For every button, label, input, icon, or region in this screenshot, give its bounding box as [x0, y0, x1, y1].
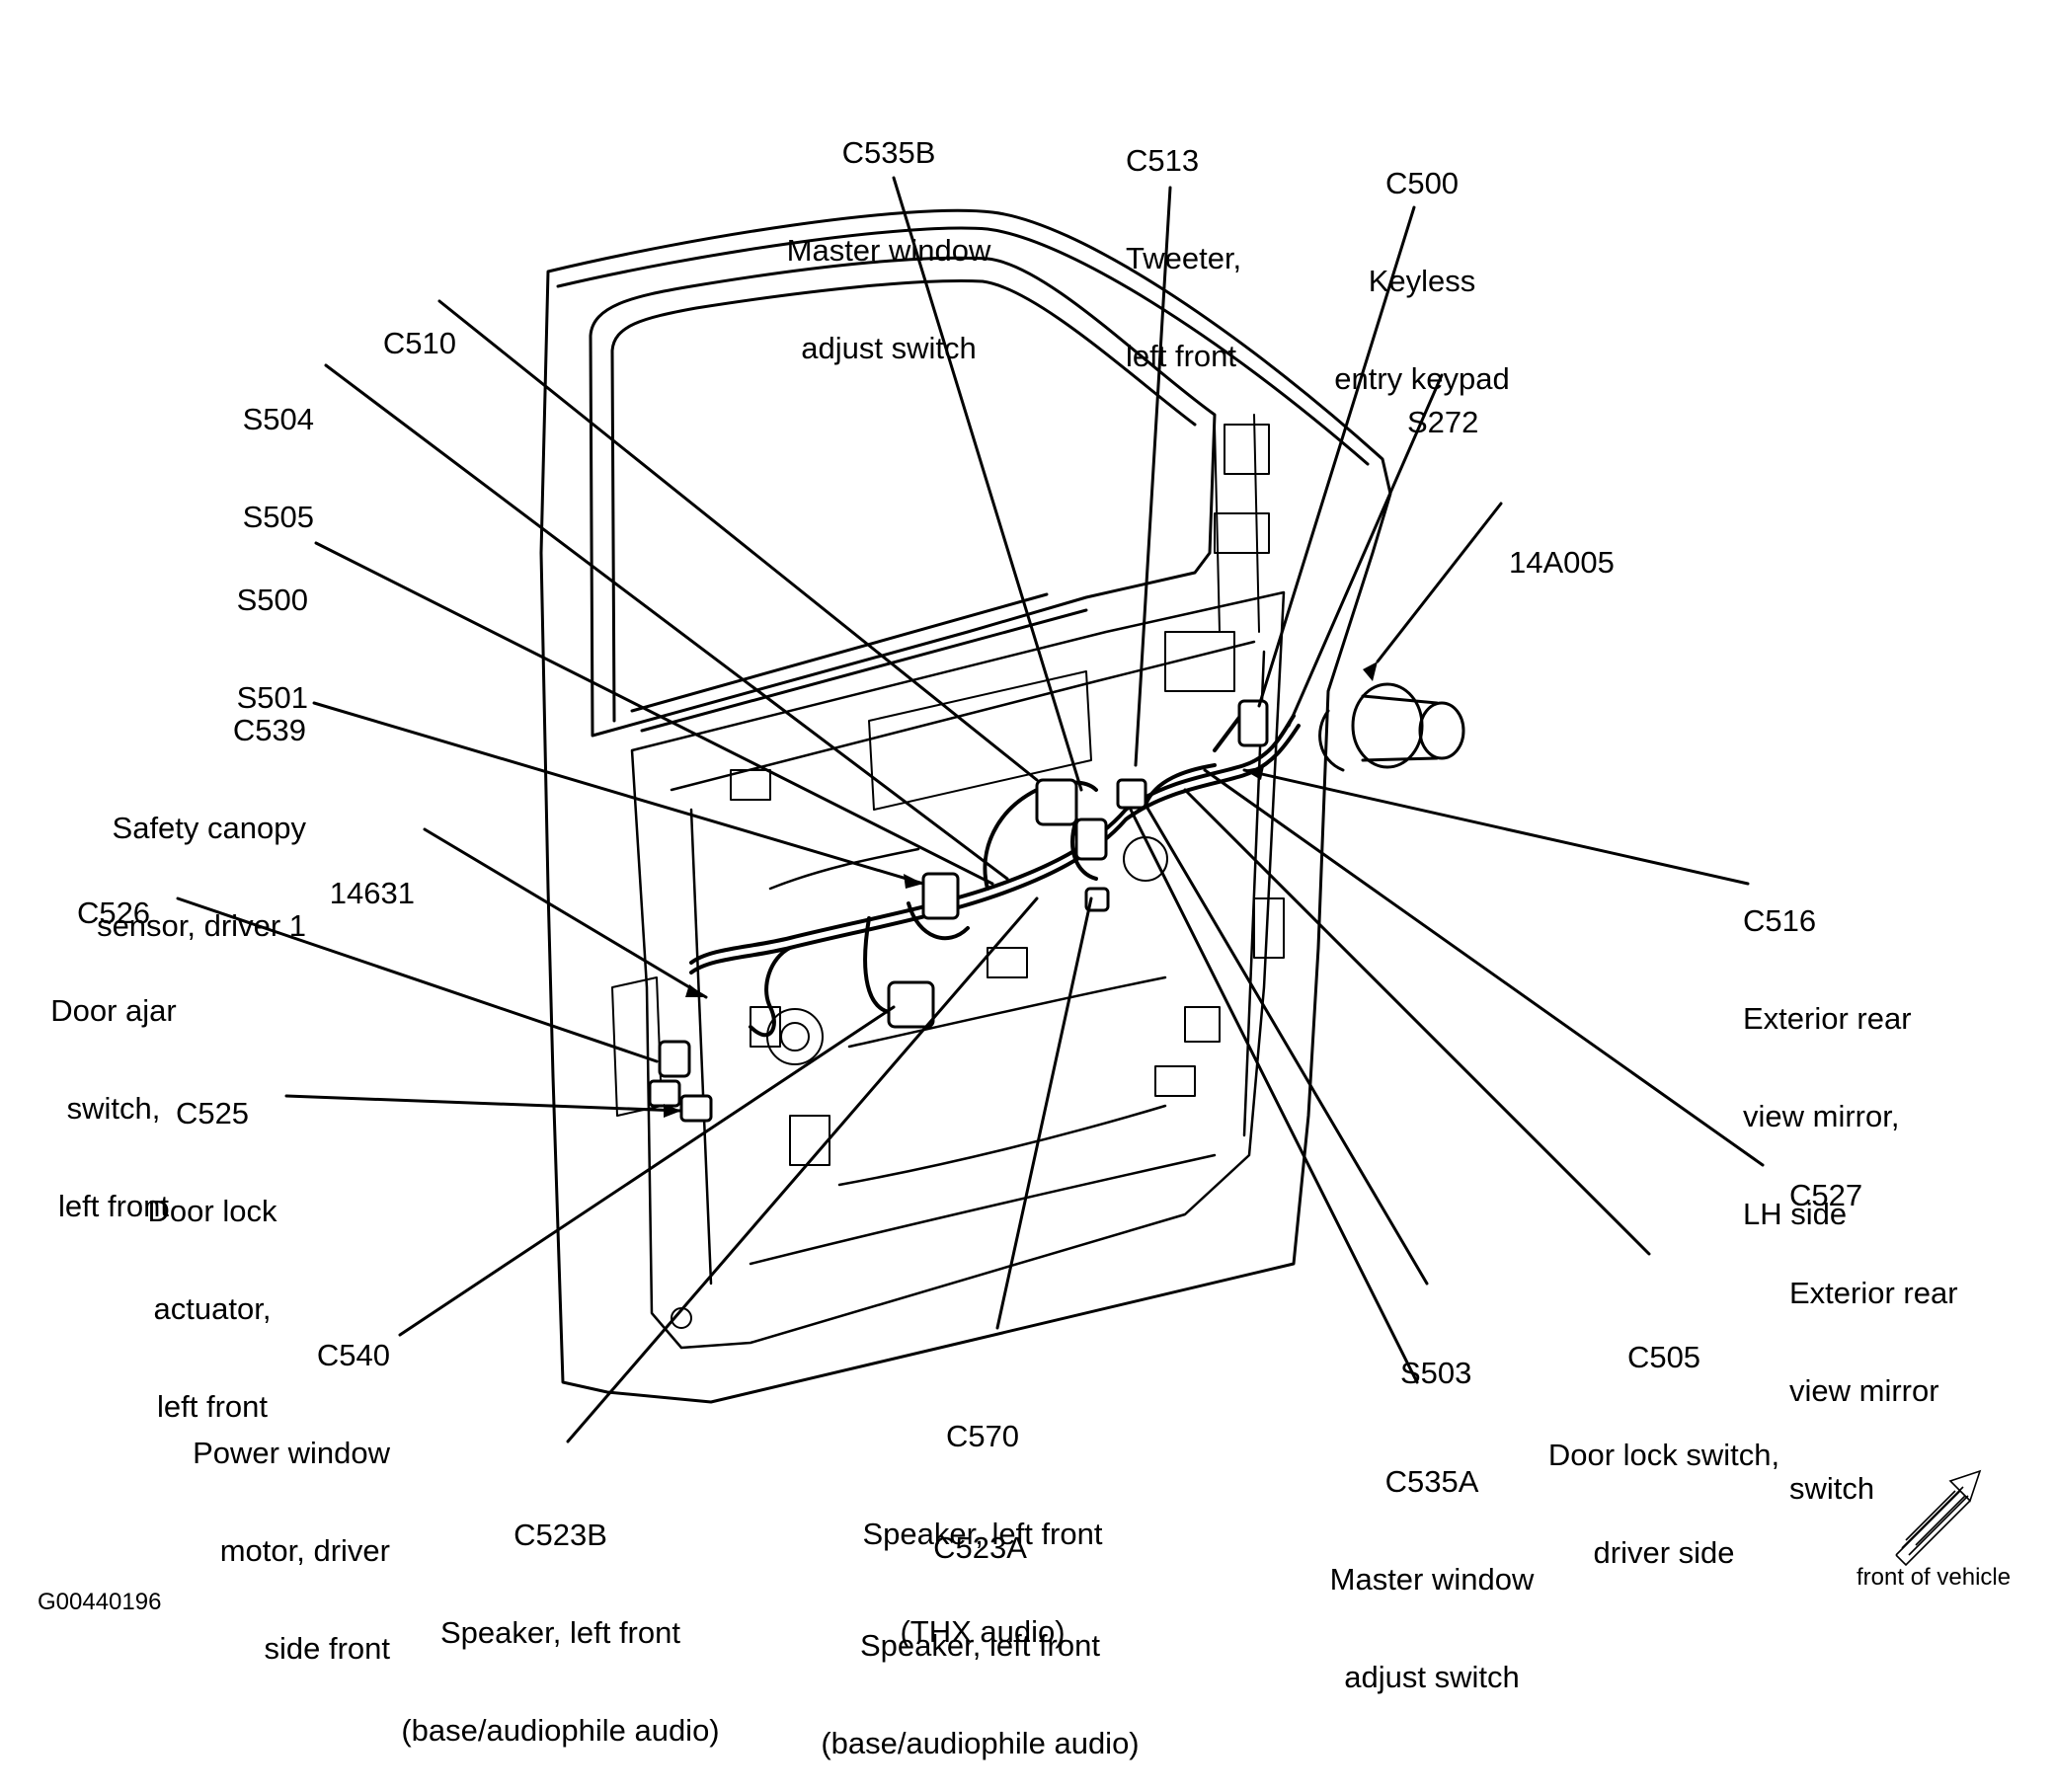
callout-c540: C540 Power window motor, driver side fro… [193, 1338, 390, 1666]
callout-c500: C500 Keyless entry keypad [1334, 166, 1510, 396]
callout-c510: C510 [382, 326, 456, 360]
inner-panel [630, 590, 1286, 1350]
callout-s272: S272 [1407, 405, 1479, 439]
arrowheads [664, 662, 1378, 1118]
callout-c539: C539 Safety canopy sensor, driver 1 [97, 713, 306, 943]
callout-c570: C570 Speaker, left front (THX audio) [862, 1419, 1103, 1649]
figure-id: G00440196 [38, 1589, 162, 1615]
mirror-assembly [1318, 682, 1465, 772]
leader-lines [176, 176, 1765, 1443]
callout-c523a: C523A Speaker, left front (base/audiophi… [821, 1530, 1140, 1760]
callout-c523b: C523B Speaker, left front (base/audiophi… [401, 1518, 720, 1748]
callout-s500-s501: S500 S501 [236, 583, 308, 715]
window-opening [589, 256, 1217, 738]
front-of-vehicle-arrow-icon [1895, 1469, 1982, 1567]
wiring-harness [689, 709, 1301, 1038]
callout-c535b: C535B Master window adjust switch [786, 135, 991, 365]
connectors [648, 699, 1269, 1123]
callout-c505: C505 Door lock switch, driver side [1547, 1340, 1780, 1570]
front-of-vehicle-label: front of vehicle [1856, 1564, 2012, 1591]
callout-14a005: 14A005 [1509, 545, 1615, 580]
wiring-diagram: C535B Master window adjust switch C513 T… [38, 135, 2012, 1759]
callout-c527: C527 Exterior rear view mirror switch [1789, 1178, 1958, 1506]
callout-c525: C525 Door lock actuator, left front [147, 1096, 277, 1424]
callout-14631: 14631 [329, 876, 415, 910]
door-drawing [176, 176, 1982, 1567]
callout-c535a: C535A Master window adjust switch [1329, 1464, 1535, 1694]
callout-c516: C516 Exterior rear view mirror, LH side [1743, 903, 1912, 1231]
callout-s503: S503 [1400, 1356, 1472, 1390]
callout-c513: C513 Tweeter, left front [1126, 143, 1242, 373]
door-frame [539, 208, 1392, 1404]
callout-s504-s505: S504 S505 [242, 402, 314, 534]
callout-c526: C526 Door ajar switch, left front [50, 896, 177, 1223]
